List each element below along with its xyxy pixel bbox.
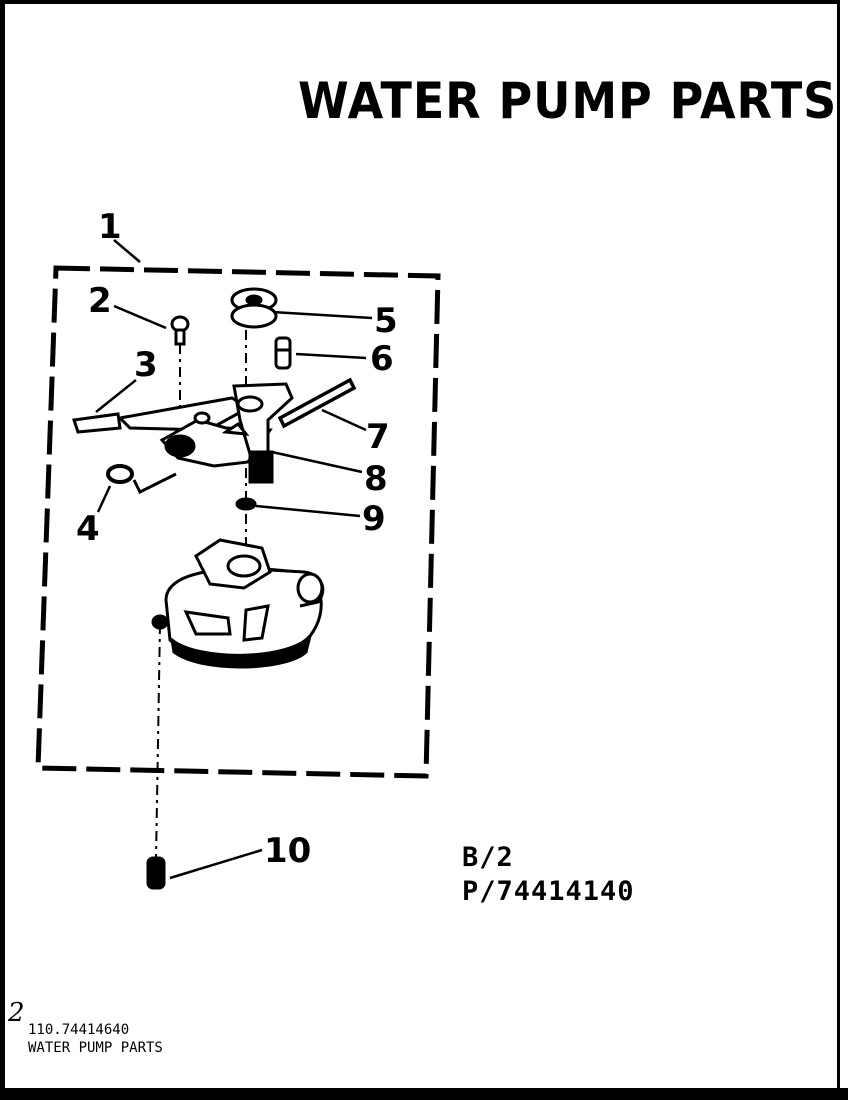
callout-7: 7 xyxy=(366,417,390,457)
callout-6: 6 xyxy=(370,339,394,379)
screw xyxy=(146,856,166,890)
callout-2: 2 xyxy=(88,281,112,321)
leader-5 xyxy=(271,310,373,320)
pin xyxy=(274,336,292,370)
callout-1: 1 xyxy=(98,207,122,247)
page-mark: 2 xyxy=(8,998,25,1028)
axis-screw xyxy=(155,623,161,861)
belt-guard xyxy=(277,377,357,429)
spacer xyxy=(72,412,122,434)
reference-line-2: P/74414140 xyxy=(462,876,635,907)
callout-3: 3 xyxy=(134,345,158,385)
leader-4 xyxy=(96,485,112,513)
leader-1 xyxy=(113,239,141,263)
leader-2 xyxy=(113,304,167,330)
callout-5: 5 xyxy=(374,301,398,341)
assembly-box xyxy=(35,265,441,779)
pulley xyxy=(230,287,278,329)
leader-7 xyxy=(321,408,367,432)
callout-8: 8 xyxy=(364,459,388,499)
leader-lines xyxy=(95,239,373,880)
bolt xyxy=(170,315,190,346)
footer-model-code: 110.74414640 xyxy=(28,1022,130,1038)
washer xyxy=(235,497,257,511)
callout-9: 9 xyxy=(362,499,386,539)
bottom-bar xyxy=(0,1088,848,1100)
leader-10 xyxy=(169,848,263,880)
ring xyxy=(106,464,134,484)
leader-9 xyxy=(255,504,361,518)
callout-4: 4 xyxy=(76,509,100,549)
leader-6 xyxy=(295,352,367,360)
page-border xyxy=(0,0,840,1088)
leader-3 xyxy=(95,379,137,413)
page-title: WATER PUMP PARTS xyxy=(298,72,838,130)
leader-8 xyxy=(271,450,363,474)
pump-housing xyxy=(151,538,325,669)
callout-10: 10 xyxy=(264,831,311,871)
footer-section-name: WATER PUMP PARTS xyxy=(28,1040,163,1056)
lever-bracket xyxy=(116,382,294,495)
reference-line-1: B/2 xyxy=(462,842,514,873)
